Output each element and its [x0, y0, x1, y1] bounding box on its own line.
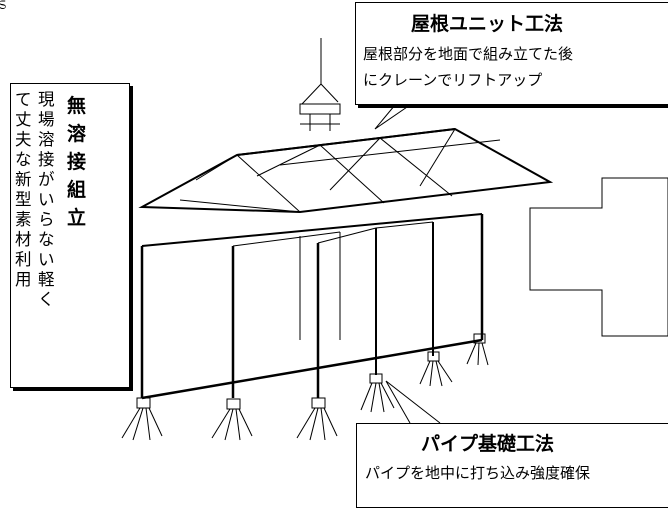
weld-title-char: 組	[67, 179, 87, 201]
roof-callout-title: 屋根ユニット工法	[411, 13, 564, 35]
weld-col1-char: 軽	[38, 270, 55, 289]
crane-sling-left	[301, 83, 322, 105]
weld-callout-title: 無溶接組立	[67, 92, 86, 232]
weld-callout-col1: 現場溶接がいらない軽く	[38, 90, 55, 310]
weld-title-char: 立	[67, 207, 87, 229]
corner-glyph: ಽ	[0, 0, 7, 13]
roof-unit-callout: 屋根ユニット工法 屋根部分を地面で組み立てた後 にクレーンでリフトアップ	[355, 2, 668, 105]
weld-col1-char: 現	[38, 90, 55, 109]
pipe-callout-title: パイプ基礎工法	[421, 433, 555, 455]
crane-sling-right	[320, 83, 339, 103]
roof-callout-pointer	[374, 104, 411, 130]
weld-col2-char: 丈	[15, 110, 32, 129]
weld-title-char: 接	[67, 151, 87, 173]
frame-structure	[121, 213, 489, 441]
weld-col1-char: い	[38, 250, 55, 269]
weld-col1-char: 溶	[38, 130, 55, 149]
weld-col1-char: い	[38, 190, 55, 209]
weld-col1-char: ら	[38, 210, 55, 229]
weld-title-char: 無	[67, 95, 87, 117]
weld-col2-char: 用	[15, 270, 32, 289]
weld-col1-char: が	[38, 170, 55, 189]
weld-col1-char: く	[38, 290, 55, 309]
lifting-block	[299, 103, 341, 115]
pipe-foundation-callout: パイプ基礎工法 パイプを地中に打ち込み強度確保	[356, 423, 668, 508]
weld-col2-char: て	[15, 90, 32, 109]
greenhouse-diagram	[94, 38, 668, 441]
weld-col2-char: 夫	[15, 130, 32, 149]
weld-col2-char: 材	[15, 230, 32, 249]
weld-col2-char: 型	[15, 190, 32, 209]
weld-col1-char: 接	[38, 150, 55, 169]
weld-col1-char: 場	[38, 110, 55, 129]
weld-col1-char: な	[38, 230, 55, 249]
no-weld-callout: て丈夫な新型素材利用 現場溶接がいらない軽く 無溶接組立	[10, 83, 130, 388]
weld-col2-char: 利	[15, 250, 32, 269]
pipe-callout-pointer	[385, 380, 441, 424]
roof-unit	[138, 127, 554, 214]
roof-callout-line2: にクレーンでリフトアップ	[363, 71, 543, 89]
roof-callout-line1: 屋根部分を地面で組み立てた後	[363, 45, 574, 63]
pipe-callout-line1: パイプを地中に打ち込み強度確保	[365, 464, 591, 482]
weld-col2-char: な	[15, 150, 32, 169]
weld-callout-col2: て丈夫な新型素材利用	[15, 90, 32, 290]
arrow-right-icon	[529, 177, 668, 337]
weld-title-char: 溶	[67, 123, 87, 145]
weld-col2-char: 素	[15, 210, 32, 229]
weld-col2-char: 新	[15, 170, 32, 189]
